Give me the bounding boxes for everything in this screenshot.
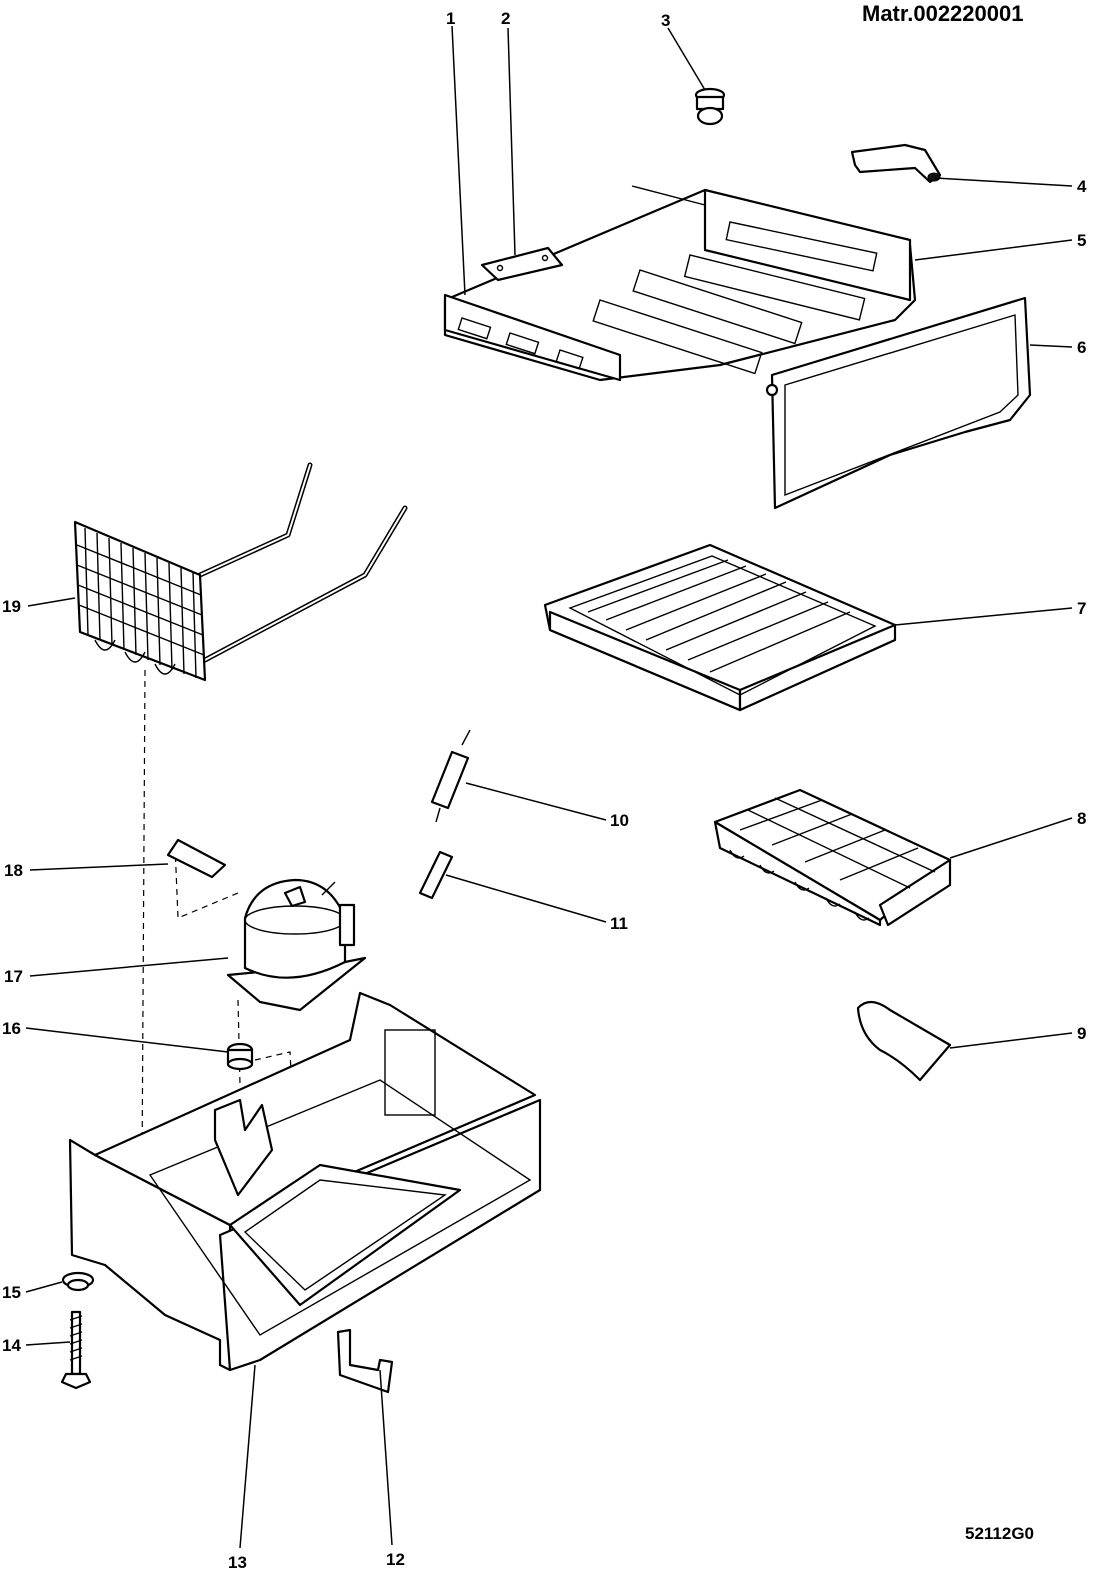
- part-16-grommet: [226, 1042, 254, 1071]
- part-14-screw: [60, 1310, 92, 1390]
- callout-1: 1: [446, 9, 455, 28]
- part-17-compressor: [226, 878, 367, 1012]
- callout-3: 3: [661, 11, 670, 30]
- callout-17: 17: [4, 967, 23, 986]
- callout-19: 19: [2, 597, 21, 616]
- part-12-clip: [336, 1328, 394, 1394]
- part-4-handle: [850, 143, 942, 184]
- part-13-base: [68, 991, 542, 1372]
- callout-11: 11: [610, 914, 628, 933]
- callout-9: 9: [1077, 1024, 1086, 1043]
- callout-2: 2: [501, 9, 510, 28]
- callout-16: 16: [2, 1019, 21, 1038]
- part-7-tray: [543, 543, 897, 712]
- callout-4: 4: [1077, 177, 1087, 196]
- part-3-cap: [694, 87, 726, 126]
- callout-15: 15: [2, 1283, 21, 1302]
- callout-18: 18: [4, 861, 23, 880]
- leader-lines: [25, 25, 1073, 1549]
- callout-numbers: 1 2 3 4 5 6 7 8 9 10 11 12 13 14 15 16 1…: [2, 9, 1087, 1572]
- callout-13: 13: [228, 1553, 247, 1572]
- part-2-bracket: [480, 246, 564, 282]
- callout-8: 8: [1077, 809, 1086, 828]
- callout-6: 6: [1077, 338, 1086, 357]
- callout-5: 5: [1077, 231, 1086, 250]
- part-10-filter: [430, 729, 471, 823]
- material-number: Matr.002220001: [862, 1, 1023, 26]
- part-15-foot: [61, 1271, 95, 1292]
- part-9-scoop: [856, 1000, 952, 1082]
- part-8-ice-tray: [713, 788, 952, 927]
- part-18-clip: [166, 838, 227, 879]
- part-19-condenser: [73, 462, 408, 682]
- drawing-code: 52112G0: [965, 1524, 1034, 1543]
- part-6-flap: [765, 296, 1032, 510]
- callout-12: 12: [386, 1550, 405, 1569]
- callout-7: 7: [1077, 599, 1086, 618]
- callout-10: 10: [610, 811, 629, 830]
- part-5-shelf-frame: [443, 185, 917, 382]
- part-11-tube: [418, 850, 454, 900]
- callout-14: 14: [2, 1336, 21, 1355]
- assembly-dashed-lines: [141, 669, 293, 1171]
